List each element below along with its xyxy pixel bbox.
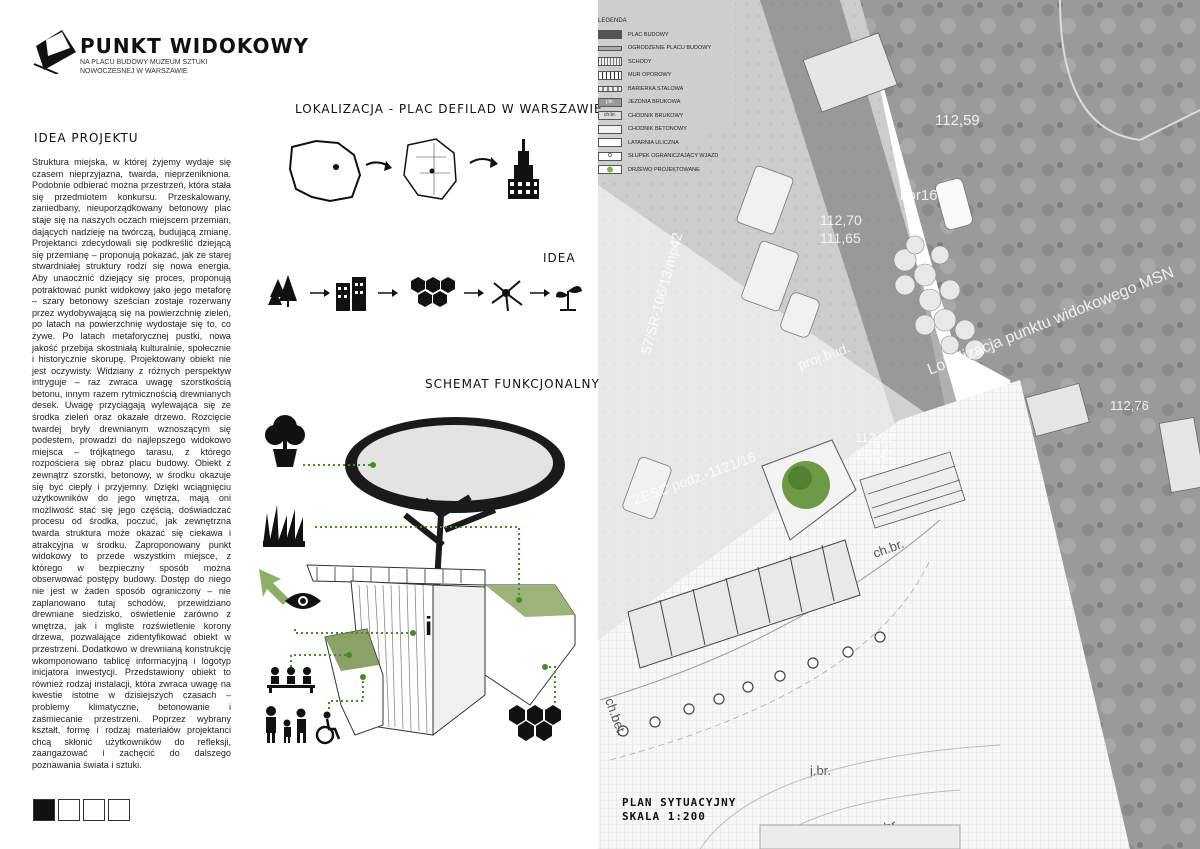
legend-label: SŁUPEK OGRANICZAJĄCY WJAZD [628, 153, 719, 160]
legend-swatch [598, 45, 622, 51]
road-strip [760, 0, 965, 440]
tree-illustration [345, 417, 565, 616]
page-indicator [83, 799, 105, 821]
svg-text:j.br.: j.br. [809, 763, 831, 778]
svg-text:112,91: 112,91 [855, 430, 894, 445]
svg-text:i: i [425, 611, 432, 641]
legend-item: MUR OPOROWY [598, 69, 738, 83]
location-heading: LOKALIZACJA - PLAC DEFILAD W WARSZAWIE [295, 102, 603, 116]
functional-scheme-heading: SCHEMAT FUNKCJONALNY [425, 377, 600, 391]
legend-label: MUR OPOROWY [628, 72, 672, 79]
legend-item: ch.br. CHODNIK BRUKOWY [598, 109, 738, 123]
idea-body-text: Struktura miejska, w której żyjemy wydaj… [32, 157, 231, 770]
grass-icon [263, 505, 305, 547]
parked-cars [622, 165, 973, 520]
logo-icon [33, 30, 76, 74]
pergola-plan [627, 539, 861, 669]
legend-swatch [598, 30, 622, 40]
legend-label: PLAC BUDOWY [628, 31, 669, 38]
site-objects [802, 32, 1200, 493]
idea-diagram [268, 275, 582, 312]
legend-item: j.br. JEZDNIA BRUKOWA [598, 96, 738, 110]
functional-scheme-diagram: i [259, 415, 576, 745]
legend-swatch [598, 138, 622, 148]
legend-swatch [598, 70, 622, 80]
legend-label: DRZEWO PROJEKTOWANE [628, 166, 700, 173]
bollards [617, 631, 886, 737]
plan-scale: SKALA 1:200 [622, 810, 706, 823]
svg-text:111,65: 111,65 [820, 230, 861, 246]
view-arrow-icon [259, 569, 289, 605]
svg-text:110,41: 110,41 [855, 447, 894, 462]
construction-bags [893, 235, 986, 361]
poland-map-icon [288, 139, 362, 203]
svg-text:112,70: 112,70 [820, 212, 862, 228]
project-title: PUNKT WIDOKOWY [80, 34, 309, 58]
plan-caption: PLAN SYTUACYJNY SKALA 1:200 [622, 796, 736, 824]
legend-item: BARIERKA STALOWA [598, 82, 738, 96]
legend-label: LATARNIA ULICZNA [628, 139, 679, 146]
location-diagram [288, 138, 539, 203]
wooden-box-illustration: i [306, 564, 486, 737]
legend-swatch [598, 165, 622, 175]
legend-item: LATARNIA ULICZNA [598, 136, 738, 150]
legend-label: CHODNIK BRUKOWY [628, 112, 684, 119]
legend-label: CHODNIK BETONOWY [628, 126, 687, 133]
legend-swatch: ch.br. [598, 111, 622, 121]
project-subtitle: NA PLACU BUDOWY MUZEUM SZTUKI NOWOCZESNE… [80, 59, 208, 75]
eye-icon [285, 593, 321, 609]
legend-item: OGRODZENIE PLACU BUDOWY [598, 42, 738, 56]
legend-item: o SŁUPEK OGRANICZAJĄCY WJAZD [598, 150, 738, 164]
hexagons-icon [411, 277, 455, 307]
legend-item: DRZEWO PROJEKTOWANE [598, 163, 738, 177]
crack-icon [491, 280, 523, 312]
legend-swatch [598, 124, 622, 134]
palace-of-culture-icon [508, 139, 539, 199]
svg-text:kor16: kor16 [900, 187, 938, 204]
legend-item: PLAC BUDOWY [598, 28, 738, 42]
plaza-paving [598, 380, 1130, 849]
stairs [859, 451, 966, 529]
forest-icon [268, 275, 297, 307]
svg-text:112,76: 112,76 [1110, 398, 1149, 413]
hexagon-cluster-icon [509, 705, 561, 741]
legend-label: JEZDNIA BRUKOWA [628, 99, 681, 106]
legend-swatch: j.br. [598, 97, 622, 107]
legend: LEGENDA PLAC BUDOWY OGRODZENIE PLACU BUD… [598, 18, 738, 177]
idea-diagram-heading: IDEA [543, 251, 576, 265]
potted-tree-icon [265, 415, 305, 467]
legend-swatch [598, 85, 622, 92]
buildings-icon [336, 277, 366, 311]
legend-swatch [598, 57, 622, 67]
legend-item: SCHODY [598, 55, 738, 69]
legend-label: SCHODY [628, 58, 652, 65]
svg-text:112,59: 112,59 [935, 112, 980, 129]
idea-heading: IDEA PROJEKTU [34, 131, 139, 145]
plan-title: PLAN SYTUACYJNY [622, 796, 737, 809]
legend-label: OGRODZENIE PLACU BUDOWY [628, 45, 712, 52]
viewpoint-plan [761, 439, 857, 541]
warsaw-map-icon [403, 138, 457, 200]
legend-title: LEGENDA [598, 18, 627, 24]
seated-people-icon [267, 667, 315, 693]
page-indicator [108, 799, 130, 821]
sprout-icon [556, 286, 582, 311]
legend-item: CHODNIK BETONOWY [598, 123, 738, 137]
legend-label: BARIERKA STALOWA [628, 85, 684, 92]
page-indicator [58, 799, 80, 821]
family-accessibility-icon [266, 706, 341, 745]
legend-swatch: o [598, 151, 622, 161]
aerial-photo [738, 0, 1200, 849]
page-indicator-active [33, 799, 55, 821]
